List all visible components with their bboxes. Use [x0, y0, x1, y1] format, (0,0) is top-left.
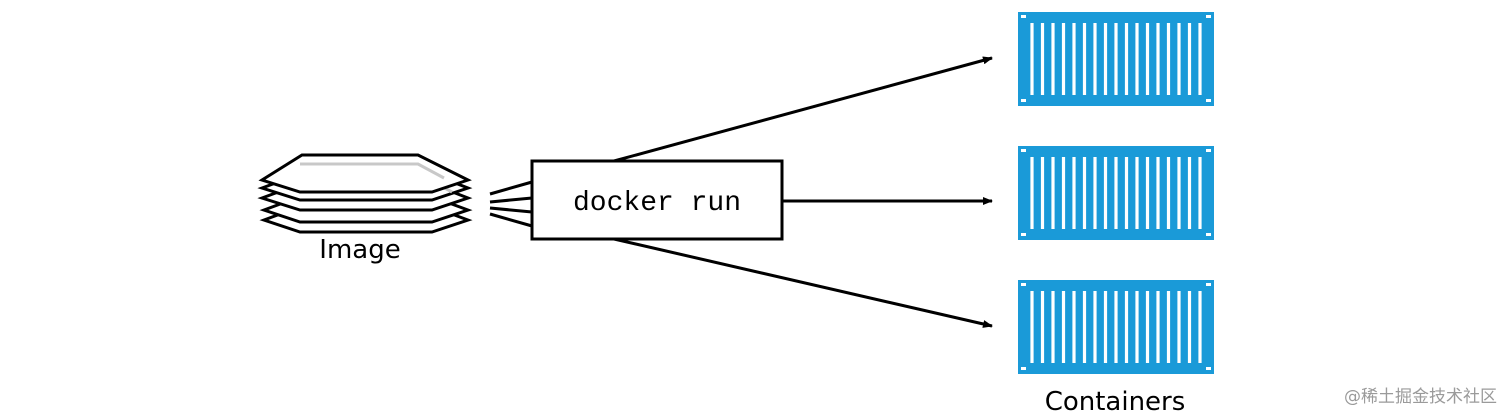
container-rib [1145, 291, 1150, 363]
container-rib [1093, 291, 1097, 363]
container-corner [1021, 99, 1026, 102]
container-rib [1072, 23, 1076, 95]
container-rib [1051, 157, 1055, 229]
container-rib [1040, 23, 1045, 95]
container-rib [1082, 291, 1087, 363]
container-rib [1145, 157, 1150, 229]
container-rib [1156, 157, 1160, 229]
container-rib [1156, 23, 1160, 95]
shipping-container-icon [1018, 280, 1214, 374]
container-rib [1166, 291, 1171, 363]
watermark: @稀土掘金技术社区 [1344, 387, 1497, 407]
container-rib [1177, 291, 1181, 363]
container-rib [1061, 157, 1066, 229]
container-rib [1061, 23, 1066, 95]
container-rib [1177, 157, 1181, 229]
container-corner [1206, 15, 1211, 18]
container-corner [1206, 283, 1211, 286]
container-corner [1206, 233, 1211, 236]
container-rib [1124, 291, 1129, 363]
container-corner [1206, 99, 1211, 102]
image-label: Image [319, 235, 400, 265]
containers-group [1018, 12, 1214, 374]
container-rib [1051, 291, 1055, 363]
container-rib [1072, 291, 1076, 363]
layered-image-icon [257, 153, 473, 234]
container-rib [1124, 157, 1129, 229]
shipping-container-icon [1018, 146, 1214, 240]
command-box [530, 159, 784, 241]
container-rib [1198, 291, 1202, 363]
container-rib [1114, 23, 1118, 95]
container-rib [1135, 157, 1139, 229]
container-rib [1061, 291, 1066, 363]
container-corner [1021, 149, 1026, 152]
container-rib [1103, 23, 1108, 95]
container-corner [1021, 367, 1026, 370]
container-rib [1177, 23, 1181, 95]
arrow-to-container-3 [613, 237, 993, 328]
container-rib [1198, 23, 1202, 95]
container-rib [1166, 23, 1171, 95]
connector-line-4 [489, 212, 533, 228]
container-corner [1206, 367, 1211, 370]
container-corner [1021, 283, 1026, 286]
container-rib [1040, 291, 1045, 363]
container-rib [1187, 23, 1192, 95]
container-rib [1198, 157, 1202, 229]
arrows [613, 56, 993, 328]
container-rib [1187, 157, 1192, 229]
container-rib [1082, 23, 1087, 95]
container-rib [1135, 23, 1139, 95]
container-rib [1093, 23, 1097, 95]
container-rib [1093, 157, 1097, 229]
image-layer-gray-top [300, 162, 445, 180]
container-rib [1040, 157, 1045, 229]
container-rib [1082, 157, 1087, 229]
connector-line-2 [489, 196, 533, 204]
shipping-container-icon [1018, 12, 1214, 106]
containers-label: Containers [1045, 387, 1186, 417]
arrow-to-container-1 [613, 56, 993, 163]
container-rib [1166, 157, 1171, 229]
container-rib [1103, 157, 1108, 229]
connector-line-3 [489, 206, 533, 214]
container-rib [1030, 23, 1034, 95]
container-rib [1051, 23, 1055, 95]
container-corner [1021, 15, 1026, 18]
container-rib [1072, 157, 1076, 229]
image-connector-lines [489, 180, 533, 228]
container-rib [1187, 291, 1192, 363]
container-rib [1135, 291, 1139, 363]
command-label: docker run [573, 188, 741, 219]
connector-line-1 [489, 180, 533, 196]
container-rib [1145, 23, 1150, 95]
container-rib [1124, 23, 1129, 95]
container-rib [1156, 291, 1160, 363]
container-rib [1114, 157, 1118, 229]
container-corner [1021, 233, 1026, 236]
container-rib [1103, 291, 1108, 363]
container-rib [1030, 291, 1034, 363]
container-corner [1206, 149, 1211, 152]
container-rib [1114, 291, 1118, 363]
container-rib [1030, 157, 1034, 229]
